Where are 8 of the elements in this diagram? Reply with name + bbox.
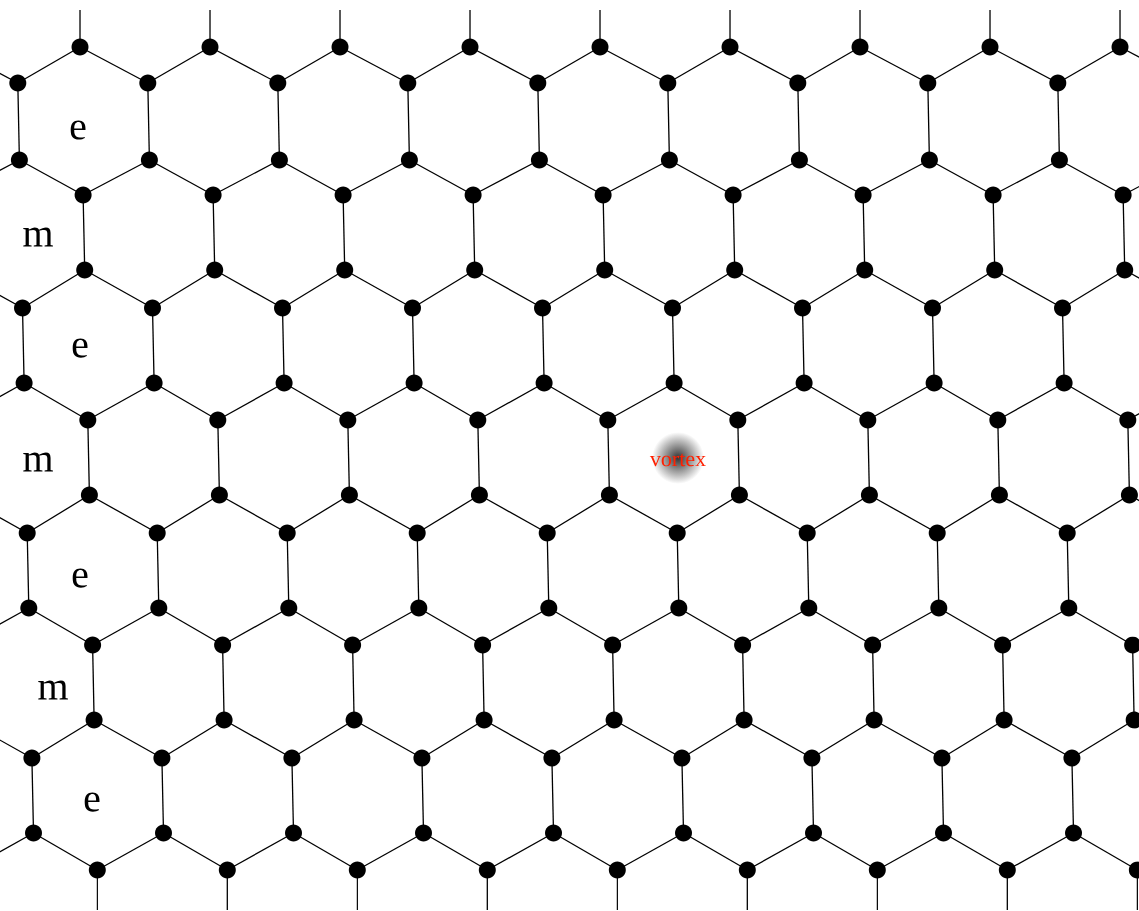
vortex-label: vortex bbox=[649, 453, 706, 467]
row-label: m bbox=[23, 452, 53, 472]
row-label: e bbox=[72, 338, 88, 358]
row-label: e bbox=[70, 120, 86, 140]
row-label: e bbox=[84, 792, 100, 812]
row-label: e bbox=[72, 568, 88, 588]
row-label: m bbox=[38, 680, 68, 700]
row-label: m bbox=[23, 227, 53, 247]
